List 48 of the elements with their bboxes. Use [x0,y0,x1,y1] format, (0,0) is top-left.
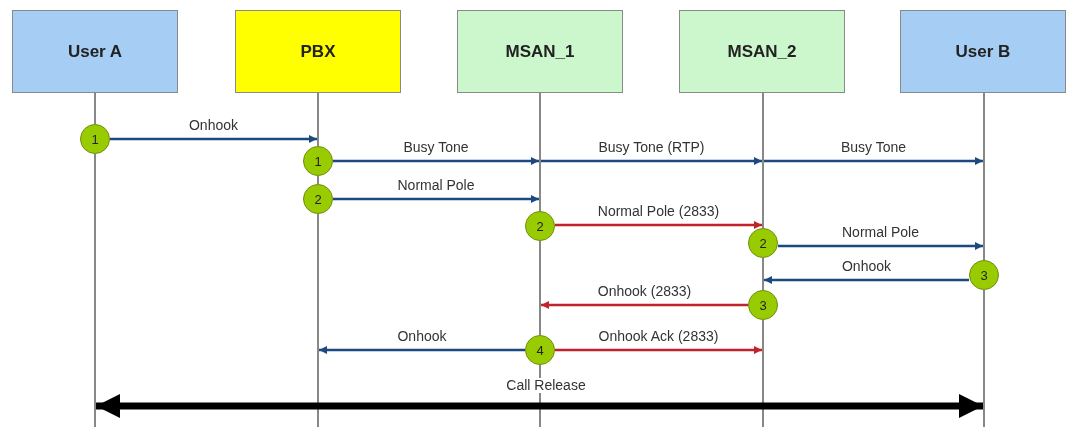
participant-box: User A [12,10,178,93]
step-number-circle: 2 [525,211,555,241]
step-number-circle: 3 [969,260,999,290]
message-label: Onhook Ack (2833) [598,329,719,345]
participant-box: User B [900,10,1066,93]
step-number-circle: 1 [303,146,333,176]
message-arrow [764,276,969,284]
lifeline [983,290,985,427]
lifeline [983,93,985,260]
lifeline [539,241,541,335]
message-label: Onhook [189,118,238,134]
message-arrow [110,135,317,143]
step-number-circle: 4 [525,335,555,365]
lifeline [317,176,319,184]
message-arrow [555,221,762,229]
lifeline [539,93,541,211]
lifeline [762,258,764,290]
message-label: Busy Tone [840,140,907,156]
step-number-circle: 2 [748,228,778,258]
message-arrow [333,195,539,203]
message-label: Normal Pole [842,225,919,241]
message-arrow [319,346,525,354]
step-number-circle: 2 [303,184,333,214]
step-number-circle: 3 [748,290,778,320]
participant-box: MSAN_1 [457,10,623,93]
message-arrow [778,242,983,250]
message-label: Busy Tone (RTP) [598,140,705,156]
message-label: Onhook [397,329,447,345]
message-arrow [764,157,983,165]
lifeline [317,214,319,427]
message-arrow [555,346,762,354]
participant-box: MSAN_2 [679,10,845,93]
message-arrow [333,157,539,165]
lifeline [94,154,96,427]
message-label: Onhook [842,259,891,275]
message-label: Busy Tone [403,140,469,156]
message-label: Normal Pole [397,178,475,194]
lifeline [762,93,764,228]
lifeline [317,93,319,146]
step-number-circle: 1 [80,124,110,154]
participant-box: PBX [235,10,401,93]
message-label: Onhook (2833) [597,284,692,300]
message-arrow [541,301,748,309]
lifeline [762,320,764,427]
message-arrow [541,157,762,165]
lifeline [94,93,96,124]
message-label: Normal Pole (2833) [597,204,720,220]
message-label: Call Release [504,378,588,394]
